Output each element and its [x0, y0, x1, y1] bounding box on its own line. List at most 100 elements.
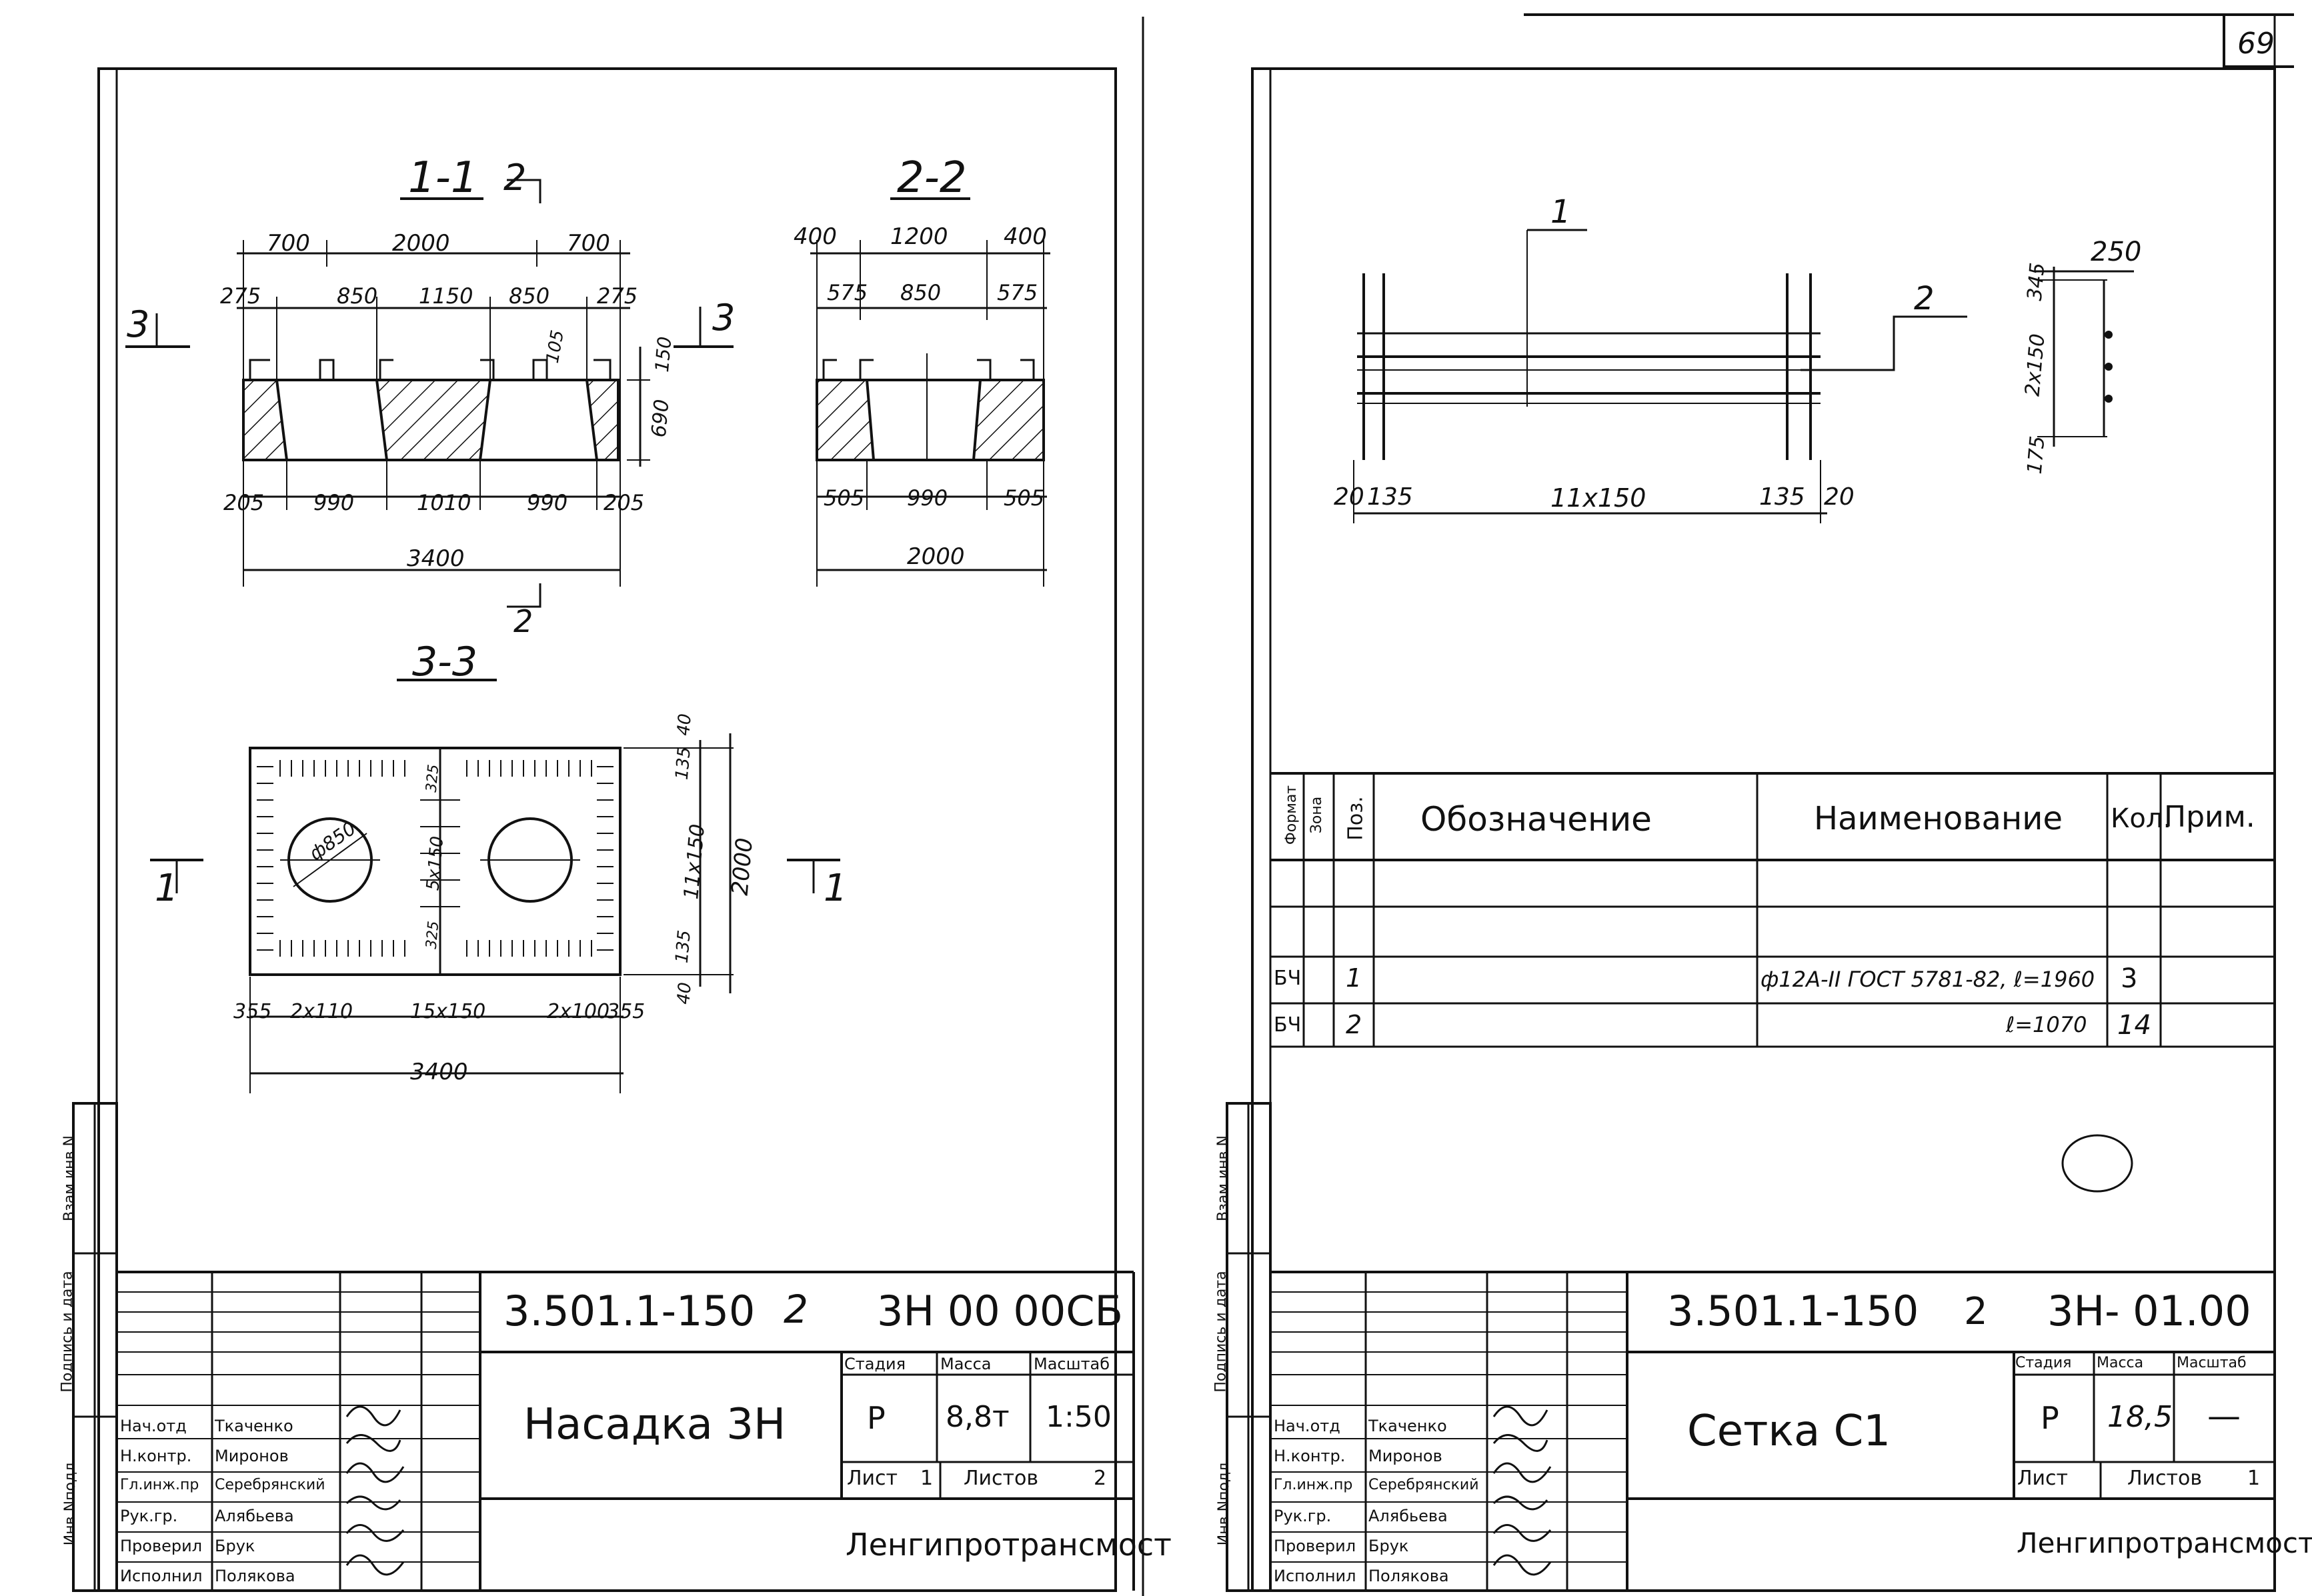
spec-hdr-format: Формат	[1283, 785, 1300, 845]
right-mass: 18,5	[2107, 1400, 2173, 1434]
left-role-4: Проверил	[120, 1537, 203, 1555]
left-doc-mark: 3Н 00 00СБ	[877, 1287, 1124, 1335]
dim-2-2-400a: 400	[794, 223, 837, 250]
left-doc-issue: 2	[784, 1287, 808, 1332]
left-sheet-no: 1	[920, 1467, 934, 1490]
section-2-2-drawing	[810, 197, 1050, 587]
dim-1-1-3400: 3400	[407, 545, 465, 572]
dim-2-2-2000: 2000	[907, 543, 965, 570]
mesh-dim-135b: 135	[1759, 483, 1805, 511]
dim-3-3-355b: 355	[607, 1000, 646, 1023]
left-sheets-label: Листов	[964, 1467, 1039, 1490]
right-name-1: Миронов	[1368, 1447, 1442, 1465]
marker-2-top: 2	[503, 157, 527, 199]
leader-1: 1	[1550, 193, 1571, 231]
dim-3-3-40a: 40	[674, 713, 696, 737]
right-title-block	[1270, 1271, 2275, 1591]
dim-2-2-850: 850	[900, 280, 942, 305]
mesh-dim-345: 345	[2023, 261, 2050, 302]
dim-3-3-135b: 135	[672, 929, 695, 965]
mesh-drawing	[1353, 229, 2134, 523]
right-sheet-label: Лист	[2017, 1467, 2069, 1490]
mesh-dim-135a: 135	[1367, 483, 1413, 511]
dim-2-2-575a: 575	[827, 280, 868, 305]
left-hdr-scale: Масштаб	[1034, 1355, 1110, 1373]
section-1-1-title: 1-1	[408, 153, 478, 203]
left-name-3: Алябьева	[215, 1507, 294, 1525]
dim-1-1-275a: 275	[220, 283, 261, 309]
left-sheet-frame	[97, 67, 1117, 1592]
page-number: 69	[2237, 27, 2275, 61]
right-doc-mark: 3Н- 01.00	[2047, 1287, 2251, 1335]
left-hdr-stage: Стадия	[844, 1355, 906, 1373]
left-stamp-inv: Инв.Nподл.	[62, 1457, 79, 1546]
spec-row-3-pos: 1	[1346, 963, 1362, 993]
left-name-0: Ткаченко	[215, 1417, 293, 1435]
dim-1-1-990a: 990	[313, 490, 355, 515]
left-role-0: Нач.отд	[120, 1417, 187, 1435]
left-name-5: Полякова	[215, 1567, 295, 1585]
right-name-2: Серебрянский	[1368, 1477, 1479, 1493]
marker-2-bottom: 2	[513, 603, 533, 639]
right-name-3: Алябьева	[1368, 1507, 1448, 1525]
left-name-2: Серебрянский	[215, 1477, 325, 1493]
spec-row-4-qty: 14	[2117, 1010, 2151, 1041]
section-3-3-drawing	[150, 733, 840, 1093]
right-role-1: Н.контр.	[1274, 1447, 1346, 1465]
dim-1-1-205b: 205	[604, 490, 645, 515]
right-name-5: Полякова	[1368, 1567, 1449, 1585]
dim-3-3-325a: 325	[423, 763, 443, 793]
spec-hdr-qty: Кол.	[2111, 803, 2172, 834]
leader-2: 2	[1914, 280, 1935, 317]
dim-2-2-505b: 505	[1004, 485, 1045, 511]
dim-1-1-top-2000: 2000	[392, 230, 450, 257]
left-sheet-label: Лист	[847, 1467, 898, 1490]
spec-row-3-format: БЧ	[1274, 967, 1302, 990]
spec-hdr-designation: Обозначение	[1420, 800, 1652, 839]
dim-2-2-400b: 400	[1004, 223, 1047, 250]
marker-3-left: 3	[127, 303, 150, 345]
right-role-3: Рук.гр.	[1274, 1507, 1332, 1525]
left-org: Ленгипротрансмост	[846, 1527, 1172, 1563]
right-name-0: Ткаченко	[1368, 1417, 1447, 1435]
dim-3-3-355a: 355	[233, 1000, 272, 1023]
right-org: Ленгипротрансмост	[2017, 1527, 2312, 1559]
section-2-2-title: 2-2	[897, 153, 967, 203]
mesh-dim-11x150: 11x150	[1550, 483, 1646, 513]
right-role-2: Гл.инж.пр	[1274, 1477, 1353, 1493]
dim-3-3-2x100: 2x100	[547, 1000, 610, 1023]
right-hdr-mass: Масса	[2097, 1355, 2144, 1371]
dim-1-1-1010: 1010	[417, 490, 471, 515]
dim-1-1-205a: 205	[223, 490, 265, 515]
spec-row-3-name: ф12А-II ГОСТ 5781-82, ℓ=1960	[1761, 967, 2095, 992]
dim-1-1-850a: 850	[337, 283, 378, 309]
left-name-1: Миронов	[215, 1447, 289, 1465]
mesh-dim-250: 250	[2091, 237, 2142, 267]
dim-2-2-505a: 505	[824, 485, 865, 511]
spec-hdr-zone: Зона	[1308, 796, 1326, 834]
right-role-4: Проверил	[1274, 1537, 1356, 1555]
spec-row-4-pos: 2	[1346, 1010, 1362, 1039]
dim-1-1-top-700a: 700	[267, 230, 310, 257]
marker-1-left: 1	[155, 867, 179, 910]
right-hdr-stage: Стадия	[2015, 1355, 2072, 1371]
stamp-circle	[2061, 1134, 2133, 1193]
dim-3-3-3400: 3400	[410, 1059, 468, 1085]
left-scale: 1:50	[1046, 1400, 1112, 1434]
spec-hdr-note: Прим.	[2164, 800, 2255, 834]
left-sheets-total: 2	[1094, 1467, 1107, 1490]
spec-table-grid	[1270, 772, 2275, 1048]
page-number-box	[2223, 15, 2294, 68]
dim-3-3-135a: 135	[672, 745, 695, 781]
dim-3-3-325b: 325	[423, 920, 443, 950]
left-role-5: Исполнил	[120, 1567, 203, 1585]
left-stage: Р	[867, 1400, 886, 1436]
dim-1-1-top-700b: 700	[567, 230, 610, 257]
left-title: Насадка 3Н	[523, 1400, 786, 1449]
left-doc-code: 3.501.1-150	[503, 1287, 756, 1335]
right-stamp-replace: Взам.инв.N	[1214, 1135, 1232, 1221]
mesh-dim-20a: 20	[1334, 483, 1364, 511]
left-stamp-sign: Подпись и дата	[59, 1271, 76, 1393]
dim-2-2-1200: 1200	[890, 223, 948, 250]
left-role-1: Н.контр.	[120, 1447, 192, 1465]
